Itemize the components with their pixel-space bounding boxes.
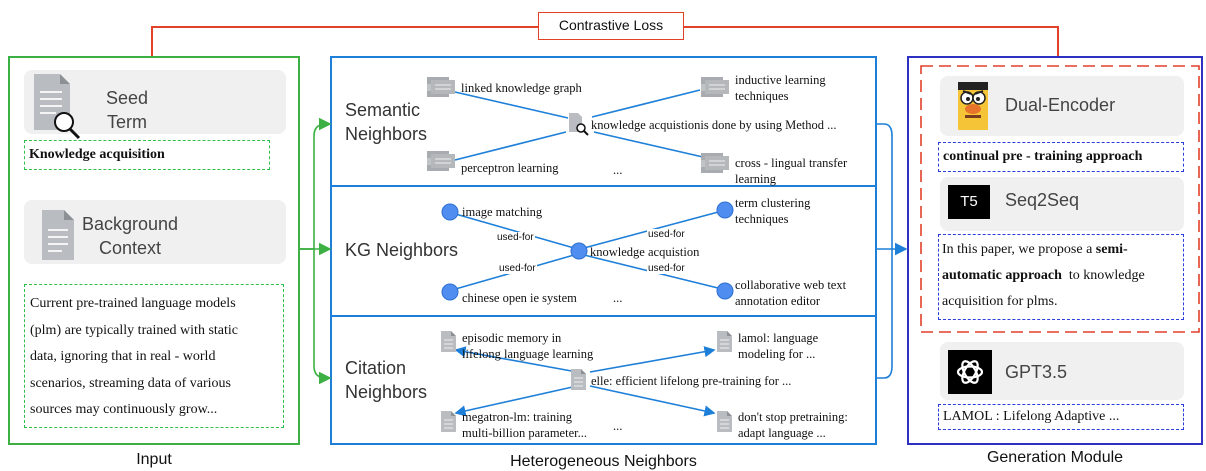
neighbors-caption: Heterogeneous Neighbors: [510, 453, 697, 470]
document-icon: [570, 368, 588, 397]
kg-node-image-matching: [441, 203, 459, 221]
t5-logo-icon: T5: [948, 185, 990, 219]
kg-node-collaborative: [716, 282, 734, 300]
kg-node-term-clustering: [716, 201, 734, 219]
stacked-docs-icon: [426, 76, 456, 103]
edge-label-used-for: used-for: [496, 232, 535, 243]
edge-label-used-for: used-for: [498, 263, 537, 274]
document-icon: [440, 410, 458, 439]
semantic-item-cross-lingual: cross - lingual transfer learning: [735, 156, 848, 186]
edge-label-used-for: used-for: [647, 229, 686, 240]
citation-ellipsis: ...: [613, 419, 623, 433]
document-search-icon: [568, 112, 590, 141]
background-line: data, ignoring that in real - world: [30, 349, 216, 364]
citation-item-lamol: lamol: language modeling for ...: [738, 331, 819, 361]
kg-center: knowledge acquistion: [590, 245, 700, 259]
kg-ellipsis: ...: [613, 291, 623, 305]
semantic-ellipsis: ...: [613, 163, 623, 177]
openai-logo-icon: [948, 350, 992, 394]
seq2seq-title: Seq2Seq: [1005, 190, 1080, 210]
seq2seq-output-line: acquisition for plms.: [942, 294, 1058, 309]
kg-neighbors-label: KG Neighbors: [345, 240, 459, 260]
gpt-output: LAMOL : Lifelong Adaptive ...: [943, 409, 1120, 424]
semantic-neighbors-label: Semantic Neighbors: [345, 100, 428, 144]
seed-term-value-box: Knowledge acquisition: [24, 140, 270, 170]
seed-term-value: Knowledge acquisition: [29, 147, 165, 162]
background-context-title: Background Context: [81, 214, 179, 258]
kg-item-collaborative: collaborative web text annotation editor: [735, 278, 847, 308]
gpt-output-box: LAMOL : Lifelong Adaptive ...: [938, 404, 1184, 430]
citation-item-episodic: episodic memory in lifelong language lea…: [462, 331, 594, 361]
document-icon: [716, 410, 734, 439]
kg-item-chinese-open-ie: chinese open ie system: [462, 291, 577, 305]
contrastive-loss-box: Contrastive Loss: [538, 12, 684, 40]
citation-neighbors-label: Citation Neighbors: [345, 358, 428, 402]
kg-node-center: [570, 242, 588, 260]
semantic-item-inductive: inductive learning techniques: [735, 73, 826, 103]
seq2seq-output-line: In this paper, we propose a semi-: [942, 242, 1128, 257]
background-line: Current pre-trained language models: [30, 296, 236, 311]
bert-character-icon: [956, 82, 990, 130]
dual-encoder-output: continual pre - training approach: [943, 149, 1143, 164]
citation-item-megatron: megatron-lm: training multi-billion para…: [462, 410, 587, 440]
citation-center: elle: efficient lifelong pre-training fo…: [591, 374, 792, 388]
semantic-item-linked-kg: linked knowledge graph: [461, 81, 582, 95]
stacked-docs-icon: [700, 76, 730, 103]
semantic-center: knowledge acquistionis done by using Met…: [591, 118, 837, 132]
generation-caption: Generation Module: [986, 449, 1124, 466]
edge-label-used-for: used-for: [647, 263, 686, 274]
seq2seq-output-line: automatic approach to knowledge: [942, 268, 1145, 283]
input-caption: Input: [136, 451, 172, 468]
input-panel: [8, 56, 300, 445]
stacked-docs-icon: [426, 150, 456, 177]
kg-item-term-clustering: term clustering techniques: [735, 196, 811, 226]
document-icon: [40, 208, 80, 262]
dual-encoder-title: Dual-Encoder: [1005, 95, 1116, 115]
document-icon: [440, 330, 458, 359]
background-context-text-box: Current pre-trained language models (plm…: [24, 284, 284, 428]
loss-connector: [151, 26, 538, 56]
gpt-title: GPT3.5: [1005, 362, 1068, 382]
background-line: scenarios, streaming data of various: [30, 375, 231, 391]
document-icon: [716, 330, 734, 359]
generation-panel: [907, 56, 1203, 445]
background-line: (plm) are typically trained with static: [30, 322, 238, 338]
seq2seq-output-box: In this paper, we propose a semi- automa…: [938, 234, 1184, 320]
stacked-docs-icon: [700, 152, 730, 179]
kg-node-chinese-open-ie: [441, 283, 459, 301]
citation-item-dont-stop: don't stop pretraining: adapt language .…: [738, 410, 848, 440]
contrastive-loss-label: Contrastive Loss: [558, 17, 664, 33]
document-search-icon: [32, 72, 82, 142]
dual-encoder-output-box: continual pre - training approach: [938, 142, 1184, 172]
semantic-item-perceptron: perceptron learning: [461, 161, 559, 175]
seed-term-title: Seed Term: [105, 88, 149, 132]
background-line: sources may continuously grow...: [30, 402, 218, 417]
kg-item-image-matching: image matching: [462, 205, 543, 219]
